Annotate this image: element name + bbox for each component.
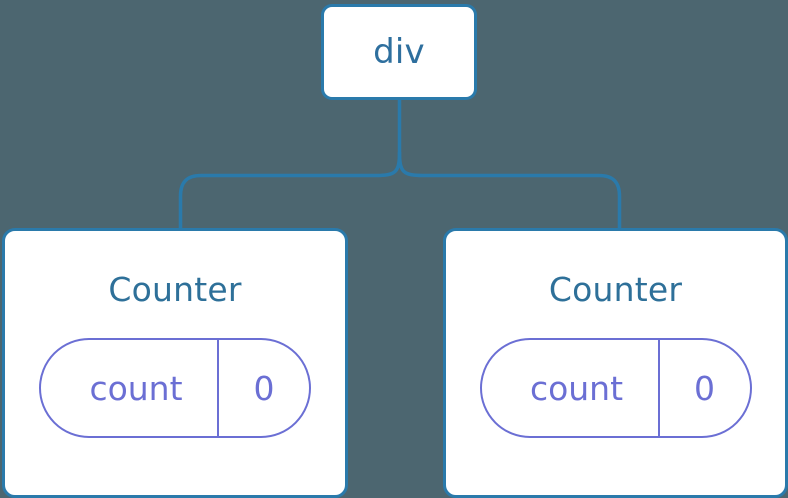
node-div-label: div bbox=[373, 32, 425, 72]
state-value-label-1: 0 bbox=[217, 340, 309, 436]
node-counter-2-title: Counter bbox=[548, 270, 683, 309]
connector-branch-left bbox=[178, 151, 402, 229]
node-counter-1-title: Counter bbox=[108, 270, 242, 309]
node-counter-2[interactable]: Counter count 0 bbox=[443, 228, 788, 498]
state-pill-count-2[interactable]: count 0 bbox=[479, 338, 752, 438]
state-key-label-2: count bbox=[529, 368, 624, 408]
state-key-label-1: count bbox=[89, 368, 183, 408]
connector-branch-right bbox=[397, 151, 622, 229]
node-counter-1[interactable]: Counter count 0 bbox=[2, 228, 348, 498]
state-value-label-2: 0 bbox=[657, 340, 750, 436]
node-div[interactable]: div bbox=[321, 4, 477, 100]
state-pill-count-1[interactable]: count 0 bbox=[39, 338, 311, 438]
